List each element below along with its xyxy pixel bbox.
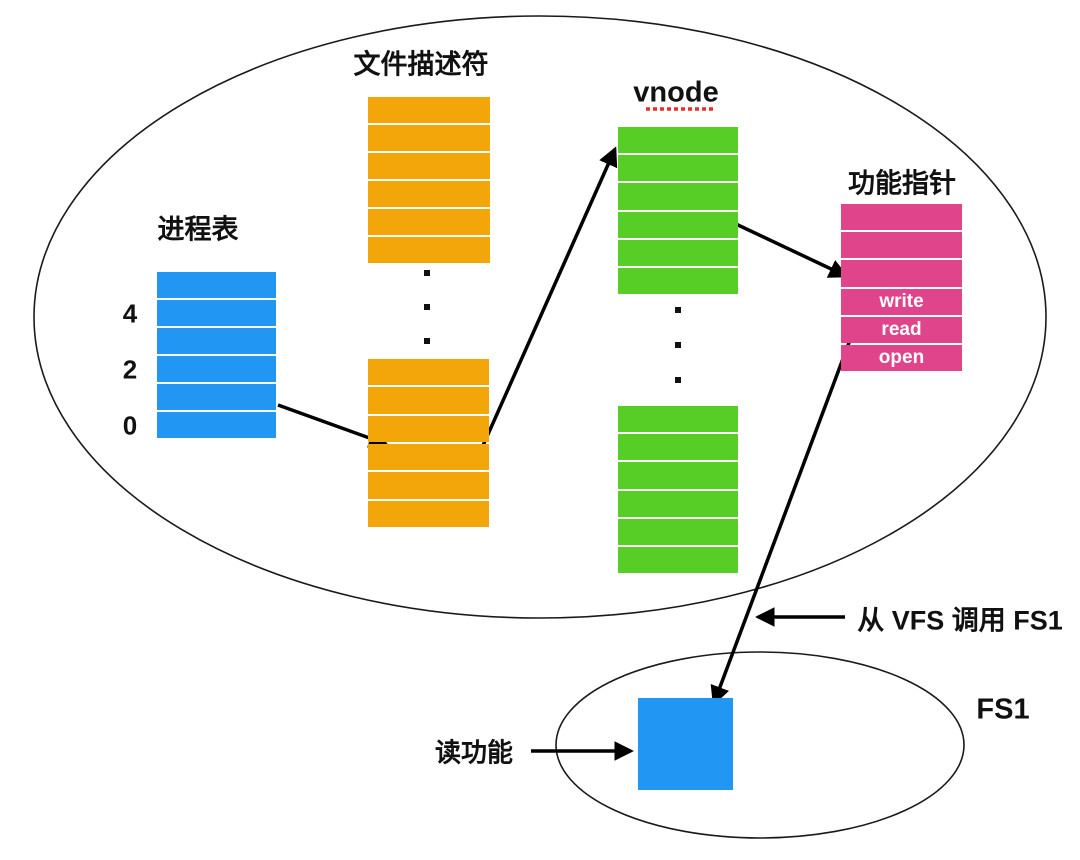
- process-index-0: 0: [122, 410, 138, 441]
- table-row: [368, 443, 489, 471]
- table-row: [618, 155, 738, 182]
- table-row: [618, 267, 738, 295]
- table-row-write: write: [841, 288, 962, 315]
- table-row: [368, 237, 490, 263]
- table-row: [157, 412, 276, 438]
- table-row: [157, 328, 276, 354]
- table-row: [841, 260, 962, 287]
- dot: [675, 307, 681, 313]
- fs1-label: FS1: [976, 693, 1030, 726]
- table-row-read: read: [841, 316, 962, 343]
- table-row: [618, 518, 738, 545]
- table-row: [618, 211, 738, 238]
- vfs-call-annotation-label: 从 VFS 调用 FS1: [857, 605, 1063, 636]
- table-row: [368, 387, 489, 414]
- open-pointer-label: open: [878, 347, 925, 369]
- table-row: [157, 356, 276, 382]
- table-row: [368, 415, 489, 442]
- table-row: [618, 183, 738, 210]
- vnode-table-top: [618, 127, 738, 295]
- dot: [424, 304, 430, 310]
- vnode-ellipsis-dots: [675, 307, 681, 383]
- dot: [675, 342, 681, 348]
- table-row: [618, 406, 738, 433]
- function-pointer-title: 功能指针: [848, 168, 956, 199]
- table-row: [618, 490, 738, 517]
- table-row: [368, 359, 489, 386]
- arrow-descriptor-to-vnode: [475, 146, 618, 460]
- arrow-pointers-to-fs1-function: [710, 331, 855, 706]
- table-row: [618, 127, 738, 154]
- vnode-title: vnode: [633, 76, 719, 109]
- fs1-boundary-ellipse: [555, 651, 965, 839]
- file-descriptor-title: 文件描述符: [353, 49, 489, 80]
- table-row: [368, 181, 490, 207]
- table-row: [368, 153, 490, 179]
- table-row: [618, 462, 738, 489]
- file-descriptor-table-bottom: [368, 359, 489, 527]
- file-descriptor-ellipsis-dots: [424, 270, 430, 344]
- process-index-2: 2: [122, 354, 138, 385]
- vnode-table-bottom: [618, 406, 738, 574]
- dot: [675, 377, 681, 383]
- table-row: [368, 97, 490, 123]
- arrow-vnode-to-pointers: [718, 214, 849, 278]
- table-row: [157, 384, 276, 410]
- table-row: [368, 209, 490, 235]
- read-pointer-label: read: [881, 319, 922, 341]
- table-row: [841, 204, 962, 231]
- vfs-boundary-ellipse: [33, 15, 1047, 619]
- table-row: [157, 272, 276, 298]
- table-row: [368, 472, 489, 499]
- table-row: [618, 546, 738, 574]
- process-index-4: 4: [122, 298, 138, 329]
- read-function-label: 读功能: [434, 737, 514, 768]
- fs1-read-function-square: [638, 698, 733, 790]
- table-row: [157, 300, 276, 326]
- table-row: [618, 239, 738, 266]
- table-row: [618, 434, 738, 461]
- file-descriptor-table-top: [368, 97, 490, 263]
- dot: [424, 338, 430, 344]
- table-row: [368, 500, 489, 527]
- table-row-open: open: [841, 344, 962, 372]
- dot: [424, 270, 430, 276]
- process-table: [157, 272, 276, 438]
- table-row: [841, 232, 962, 259]
- write-pointer-label: write: [879, 291, 924, 313]
- table-row: [368, 125, 490, 151]
- function-pointer-table: write read open: [841, 204, 962, 372]
- process-table-title: 进程表: [157, 214, 239, 245]
